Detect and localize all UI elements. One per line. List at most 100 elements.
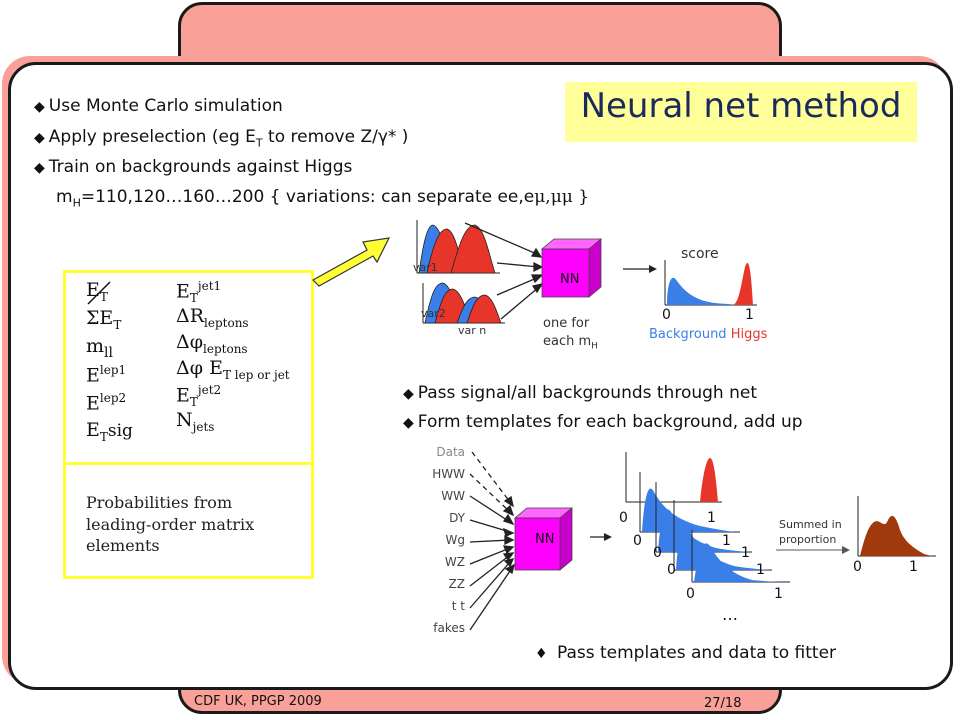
nn-bottom-diagram	[469, 451, 936, 631]
variable-item: Δφleptons	[176, 331, 248, 356]
input-label-data: Data	[436, 445, 465, 459]
template-axis-label: 1	[722, 533, 731, 549]
ellipsis: …	[722, 605, 738, 624]
mh-line-end: μ,μμ }	[534, 187, 590, 207]
bullet-text: Use Monte Carlo simulation	[48, 96, 283, 116]
score-label: score	[681, 246, 719, 262]
bullet-form-templates: ◆Form templates for each background, add…	[403, 412, 803, 432]
variable-item: ETjet1	[176, 279, 222, 306]
diamond-bullet-icon: ◆	[34, 160, 45, 176]
main-slide-frame	[8, 62, 953, 690]
one-for-each-mh: one for each mH	[543, 316, 598, 352]
variables-left-column: ET ΣET mll Elep1 Elep2 ETsig	[86, 280, 133, 448]
input-label: t t	[451, 599, 465, 613]
summed-label: Summed in proportion	[779, 518, 842, 547]
probabilities-text: Probabilities from leading-order matrix …	[86, 493, 255, 556]
strike-slash-icon	[87, 281, 111, 305]
input-label: ZZ	[448, 577, 465, 591]
score-axis-zero: 0	[662, 307, 671, 323]
input-label: fakes	[433, 621, 465, 635]
template-axis-label: 1	[707, 510, 716, 526]
input-label: HWW	[432, 467, 465, 481]
background-score-distribution	[667, 277, 739, 305]
nn-top-box-label: NN	[560, 272, 580, 287]
bullet-subscript: T	[255, 136, 263, 150]
nn-bottom-box-label: NN	[535, 532, 555, 547]
variable-item: Elep2	[86, 391, 127, 415]
bullet-text: Train on backgrounds against Higgs	[48, 157, 353, 177]
mh-prefix: m	[56, 187, 73, 207]
variable-item: ΔRleptons	[176, 305, 249, 330]
template-axis-label: 0	[653, 545, 662, 561]
higgs-template	[700, 458, 718, 502]
nn-box-front-face	[514, 517, 561, 571]
diamond-bullet-icon: ◆	[403, 415, 414, 431]
variables-right-column: ETjet1 ΔRleptons Δφleptons Δφ ET lep or …	[176, 279, 290, 436]
variable-item: ΣET	[86, 307, 122, 332]
red-distribution	[450, 224, 496, 274]
red-distribution	[466, 294, 502, 324]
input-label: DY	[449, 511, 465, 525]
summed-template	[860, 515, 932, 556]
title-highlight	[565, 82, 917, 142]
bullet-text: Form templates for each background, add …	[417, 412, 803, 432]
yellow-arrow-icon	[312, 237, 391, 287]
bullet-preselection: ◆Apply preselection (eg ET to remove Z/γ…	[34, 127, 408, 149]
bullet-train: ◆Train on backgrounds against Higgs	[34, 157, 352, 177]
diamond-bullet-icon: ◆	[403, 386, 414, 402]
input-label: WW	[441, 489, 465, 503]
summed-axis-zero: 0	[853, 559, 862, 575]
template-axis-label: 0	[619, 510, 628, 526]
summed-axis-one: 1	[909, 559, 918, 575]
variable-item: Δφ ET lep or jet	[176, 357, 290, 382]
template-axis-label: 0	[667, 562, 676, 578]
bullet-pass-templates: ♦ Pass templates and data to fitter	[535, 643, 836, 663]
diamond-bullet-icon: ♦	[535, 646, 548, 662]
bullet-text-tail: to remove Z/γ* )	[262, 127, 409, 147]
footer-right: 27/18	[704, 696, 742, 711]
bullet-text: Apply preselection (eg E	[48, 127, 256, 147]
variable-item: Njets	[176, 409, 215, 434]
input-arrows	[464, 222, 544, 320]
mh-line-text: =110,120…160…200 { variations: can separ…	[80, 187, 535, 207]
template-axis-label: 1	[756, 562, 765, 578]
probabilities-box	[63, 462, 314, 579]
template-axis-label: 1	[774, 586, 783, 602]
higgs-mass-line: mH=110,120…160…200 { variations: can sep…	[56, 187, 589, 209]
output-arrowhead	[604, 533, 612, 541]
bullet-text: Pass templates and data to fitter	[556, 643, 837, 663]
input-label: WZ	[444, 555, 465, 569]
nn-bottom-inputs: Data HWW WW DY Wg WZ ZZ t t fakes	[395, 445, 465, 643]
nn-box-side-face	[588, 238, 602, 298]
nn-box-side-face	[559, 507, 573, 571]
legend-background: Background	[649, 327, 727, 342]
nn-top-diagram	[416, 220, 757, 324]
background-template	[694, 543, 788, 582]
higgs-score-distribution	[733, 263, 753, 305]
score-axis-one: 1	[745, 307, 754, 323]
input-label: Wg	[445, 533, 465, 547]
variable-item: Elep1	[86, 363, 127, 387]
nn-box-front-face	[541, 248, 590, 298]
bottom-input-arrows	[469, 451, 515, 631]
varn-label: var n	[458, 324, 487, 337]
output-arrowhead	[649, 265, 657, 273]
legend-labels: Background Higgs	[649, 327, 767, 342]
bullet-pass-signal: ◆Pass signal/all backgrounds through net	[403, 383, 757, 403]
footer-left: CDF UK, PPGP 2009	[194, 694, 322, 709]
slide-title: Neural net method	[580, 86, 902, 126]
template-axis-label: 0	[686, 586, 695, 602]
bullet-monte-carlo: ◆Use Monte Carlo simulation	[34, 96, 283, 116]
mh-subscript: H	[72, 196, 81, 210]
variable-item: ETjet2	[176, 383, 222, 410]
diamond-bullet-icon: ◆	[34, 130, 45, 146]
variable-item: mll	[86, 335, 113, 361]
legend-higgs: Higgs	[730, 327, 768, 342]
var1-label: var1	[413, 261, 438, 274]
template-axis-label: 1	[741, 545, 750, 561]
bullet-text: Pass signal/all backgrounds through net	[417, 383, 757, 403]
var2-label: var2	[421, 307, 446, 320]
variable-item: ETsig	[86, 419, 133, 444]
template-axis-label: 0	[633, 533, 642, 549]
summed-arrowhead	[842, 546, 850, 554]
